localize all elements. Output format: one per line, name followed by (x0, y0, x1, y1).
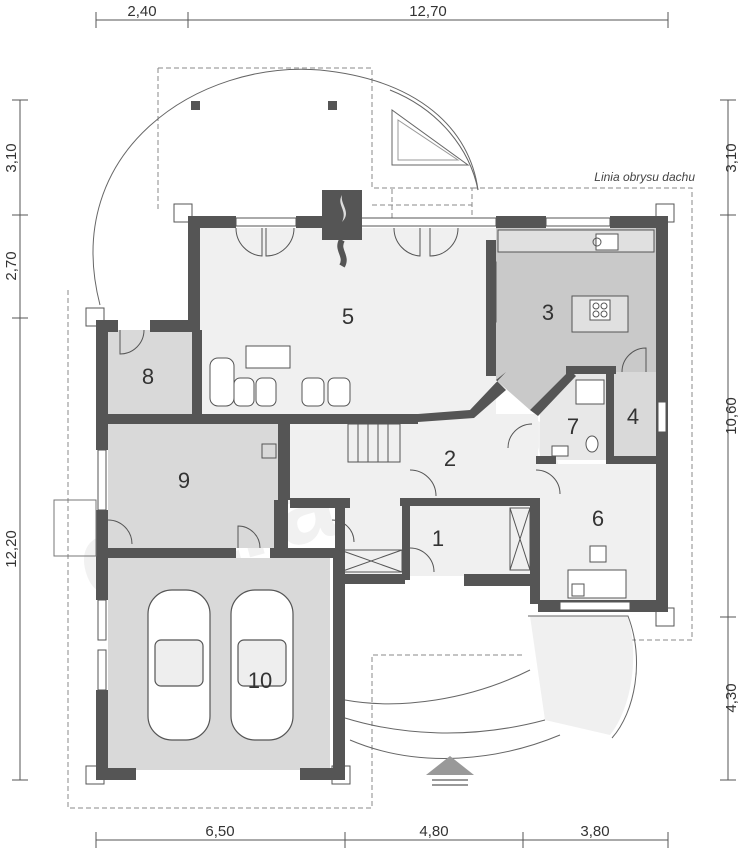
pillar (328, 101, 337, 110)
pillar (191, 101, 200, 110)
dim-top-1: 2,40 (127, 3, 156, 20)
stove-icon (589, 299, 611, 321)
desk (567, 545, 627, 599)
room-number-6: 6 (592, 506, 604, 531)
dim-bottom-3: 3,80 (580, 823, 609, 840)
skylight (391, 109, 470, 166)
room-number-9: 9 (178, 468, 190, 493)
bathroom-fixtures (551, 379, 605, 457)
dim-bottom-2: 4,80 (419, 823, 448, 840)
fireplace-icon (322, 190, 362, 268)
corner-blocks (85, 203, 675, 785)
room-number-1: 1 (432, 526, 444, 551)
dim-left-2: 2,70 (3, 251, 20, 280)
sofa-icon (209, 345, 351, 407)
closets (339, 261, 531, 573)
dim-left-3: 12,20 (3, 530, 20, 568)
floors (108, 228, 656, 770)
interior-doors (107, 329, 647, 573)
entrance-arrow-icon (426, 756, 474, 786)
dim-right-1: 3,10 (723, 143, 740, 172)
living-doors (235, 227, 459, 257)
terrace-arc (92, 68, 479, 306)
room-number-3: 3 (542, 300, 554, 325)
dimension-lines (12, 12, 736, 848)
pergola-arc (389, 89, 479, 191)
room-number-5: 5 (342, 304, 354, 329)
chimney-vent (261, 443, 277, 459)
roof-outline-label: Linia obrysu dachu (594, 170, 695, 184)
kitchen-furniture (497, 229, 655, 333)
dim-top-2: 12,70 (409, 3, 447, 20)
windows (97, 217, 667, 691)
room-number-2: 2 (444, 446, 456, 471)
side-entry (53, 499, 97, 557)
porch-lines (344, 615, 638, 759)
dim-bottom-1: 6,50 (205, 823, 234, 840)
dim-right-2: 10,60 (723, 397, 740, 435)
room-number-10: 10 (248, 668, 272, 693)
dim-right-3: 4,30 (723, 683, 740, 712)
stairs (347, 423, 401, 463)
room-number-4: 4 (627, 404, 639, 429)
room-number-7: 7 (567, 414, 579, 439)
car-icon (147, 589, 294, 741)
room-number-8: 8 (142, 364, 154, 389)
dim-left-1: 3,10 (3, 143, 20, 172)
